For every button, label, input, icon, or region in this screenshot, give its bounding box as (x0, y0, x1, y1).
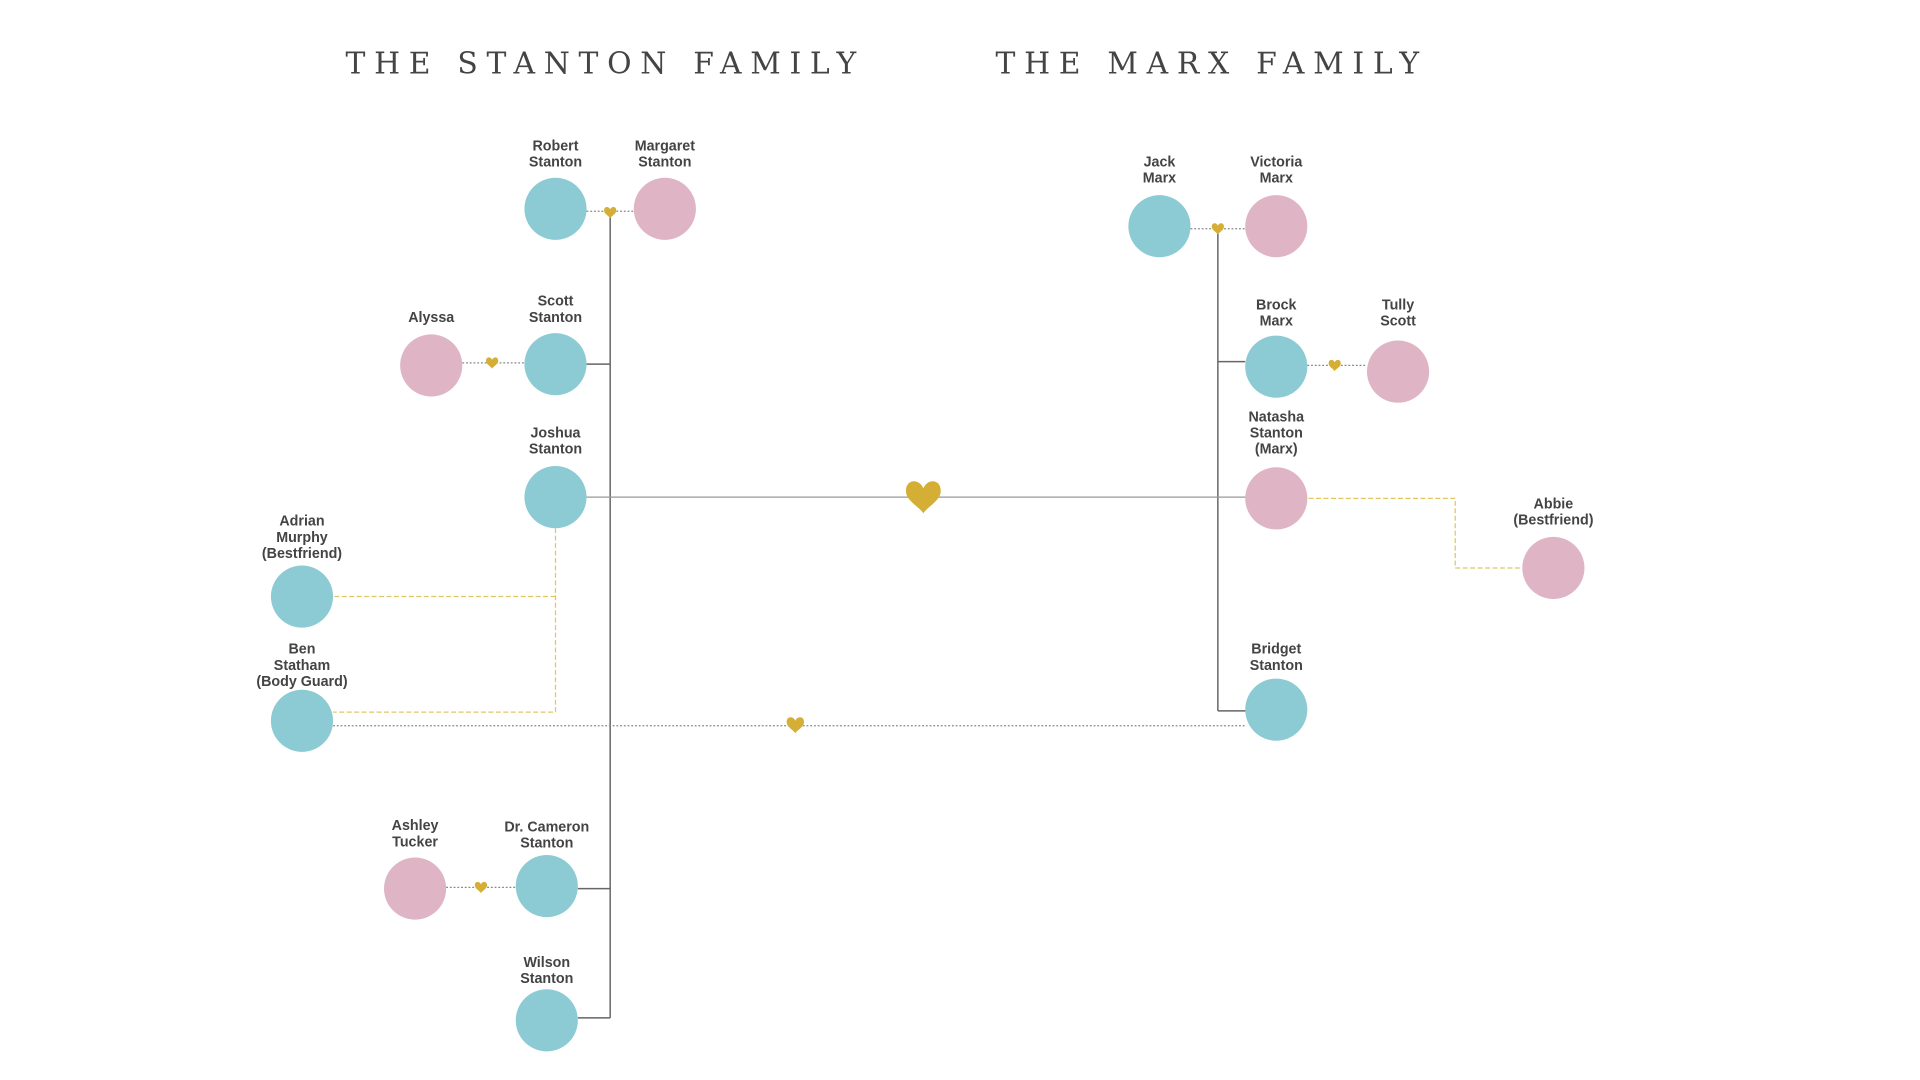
person-node-circle[interactable] (384, 857, 447, 920)
heart-icon (786, 717, 805, 734)
person-name-label: Stanton (1250, 658, 1303, 674)
person-name-label: Wilson (523, 955, 570, 971)
marx-family-title: THE MARX FAMILY (995, 46, 1427, 81)
heart-icon (1328, 359, 1341, 372)
person-name-label: Marx (1260, 171, 1293, 187)
person-name-label: Victoria (1250, 155, 1303, 171)
person-name-label: Murphy (276, 530, 328, 546)
person-node-circle[interactable] (1245, 335, 1308, 398)
person-name-label: Bridget (1251, 642, 1301, 658)
person-node-circle[interactable] (515, 855, 578, 918)
heart-icon (474, 881, 488, 894)
person-name-label: Stanton (520, 971, 573, 987)
person-name-label: Scott (538, 294, 574, 310)
person-name-label: Margaret (635, 138, 696, 154)
person-name-label: Joshua (530, 425, 581, 441)
person-name-label: Stanton (529, 442, 582, 458)
person-name-label: Adrian (279, 514, 324, 530)
person-node-circle[interactable] (1522, 536, 1585, 600)
natasha-abbie-line (1308, 497, 1523, 569)
person-alyssa[interactable]: Alyssa (400, 310, 463, 397)
stanton-trunk-line (577, 212, 611, 1019)
person-name-label: (Bestfriend) (262, 546, 342, 562)
person-name-label: Alyssa (408, 310, 455, 326)
stanton-family-title: THE STANTON FAMILY (346, 46, 865, 81)
person-node-circle[interactable] (1245, 195, 1308, 258)
person-node-circle[interactable] (524, 333, 587, 396)
connectors (333, 210, 1523, 1019)
hearts (474, 207, 1341, 894)
person-name-label: Ashley (392, 818, 439, 834)
person-name-label: Statham (274, 658, 330, 674)
person-name-label: (Marx) (1255, 442, 1298, 458)
person-node-circle[interactable] (400, 334, 463, 397)
person-node-circle[interactable] (524, 177, 587, 240)
person-abbie[interactable]: Abbie(Bestfriend) (1513, 496, 1594, 600)
person-node-circle[interactable] (1245, 467, 1308, 530)
person-name-label: Brock (1256, 297, 1297, 313)
person-name-label: Stanton (529, 155, 582, 171)
marx-trunk-line (1217, 228, 1247, 712)
person-name-label: Robert (532, 138, 578, 154)
person-name-label: Dr. Cameron (504, 819, 589, 835)
person-name-label: Abbie (1534, 496, 1574, 512)
heart-icon (486, 357, 499, 369)
heart-icon (604, 207, 617, 219)
person-name-label: Ben (288, 642, 315, 658)
person-name-label: Marx (1260, 314, 1293, 330)
person-name-label: Jack (1144, 155, 1176, 171)
joshua-friends-line (333, 528, 557, 713)
person-node-circle[interactable] (515, 989, 578, 1052)
person-name-label: Scott (1380, 314, 1416, 330)
person-node-circle[interactable] (270, 565, 334, 628)
person-name-label: Marx (1143, 171, 1176, 187)
person-name-label: (Bestfriend) (1513, 512, 1593, 528)
person-name-label: Stanton (638, 155, 691, 171)
person-name-label: Tucker (392, 834, 438, 850)
people: RobertStantonMargaretStantonAlyssaScottS… (256, 138, 1594, 1052)
person-node-circle[interactable] (1245, 678, 1308, 741)
person-name-label: Stanton (520, 836, 573, 852)
person-node-circle[interactable] (1366, 340, 1430, 403)
person-node-circle[interactable] (633, 177, 696, 240)
person-name-label: Natasha (1248, 409, 1305, 425)
person-name-label: Stanton (1250, 425, 1303, 441)
person-node-circle[interactable] (1128, 195, 1191, 258)
person-name-label: Tully (1382, 297, 1414, 313)
person-node-circle[interactable] (270, 689, 334, 752)
heart-icon (1211, 223, 1224, 235)
person-name-label: Stanton (529, 310, 582, 326)
person-name-label: (Body Guard) (256, 674, 347, 690)
person-node-circle[interactable] (524, 466, 587, 529)
heart-icon (905, 481, 941, 514)
